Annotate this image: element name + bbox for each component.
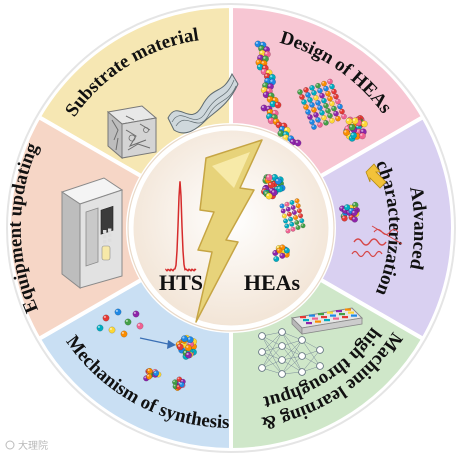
hub-label-heas: HEAs — [244, 270, 301, 295]
diffraction-peak-icon — [165, 181, 197, 272]
furnace-icon — [60, 177, 124, 290]
mesh-sheet-icon — [167, 72, 239, 134]
synthesis-mechanism-icon — [96, 308, 198, 391]
hub-particles-icon — [261, 173, 306, 262]
wheel-rim — [6, 3, 456, 453]
hea-structures-icon — [254, 40, 368, 147]
chip-array-icon — [290, 307, 364, 335]
svg-text:大理院: 大理院 — [18, 439, 48, 452]
watermark: 大理院 — [5, 439, 48, 452]
neural-network-icon — [258, 328, 324, 378]
characterization-icon — [339, 163, 403, 258]
lightning-bolt-icon — [195, 139, 263, 323]
hub-label-hts: HTS — [159, 270, 203, 295]
foam-cube-icon — [106, 105, 158, 160]
